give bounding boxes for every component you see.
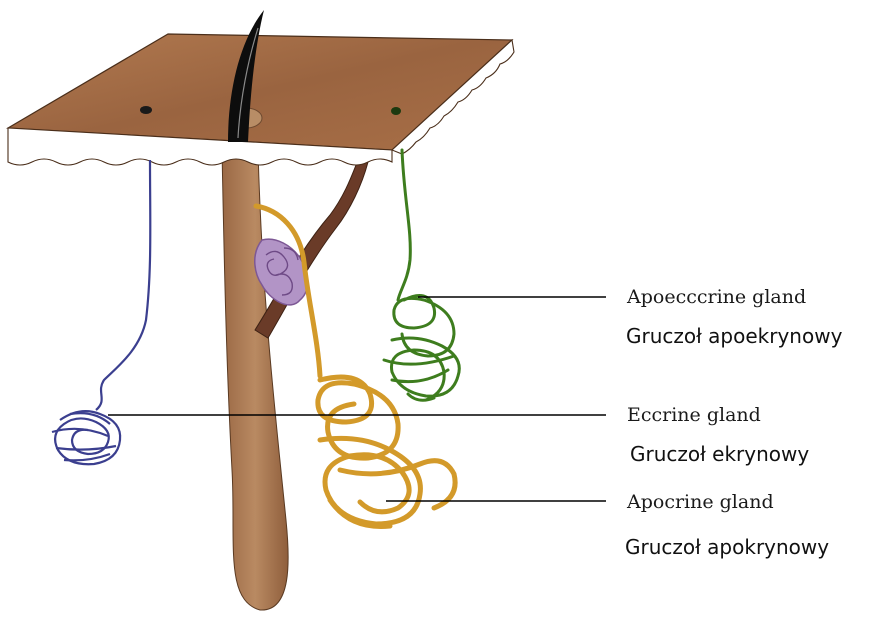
hair-follicle (222, 150, 288, 610)
eccrine-pore (140, 106, 152, 114)
eccrine-label-en: Eccrine gland (627, 404, 761, 426)
apoeccrine-gland (384, 150, 459, 400)
apoeccrine-pore (391, 107, 401, 115)
eccrine-gland (52, 160, 150, 464)
apocrine-label-pl: Gruczoł apokrynowy (625, 535, 829, 559)
eccrine-label-pl: Gruczoł ekrynowy (630, 442, 809, 466)
apoeccrine-label-en: Apoecccrine gland (627, 286, 806, 308)
apoeccrine-label-pl: Gruczoł apoekrynowy (626, 324, 842, 348)
apocrine-label-en: Apocrine gland (627, 491, 774, 513)
